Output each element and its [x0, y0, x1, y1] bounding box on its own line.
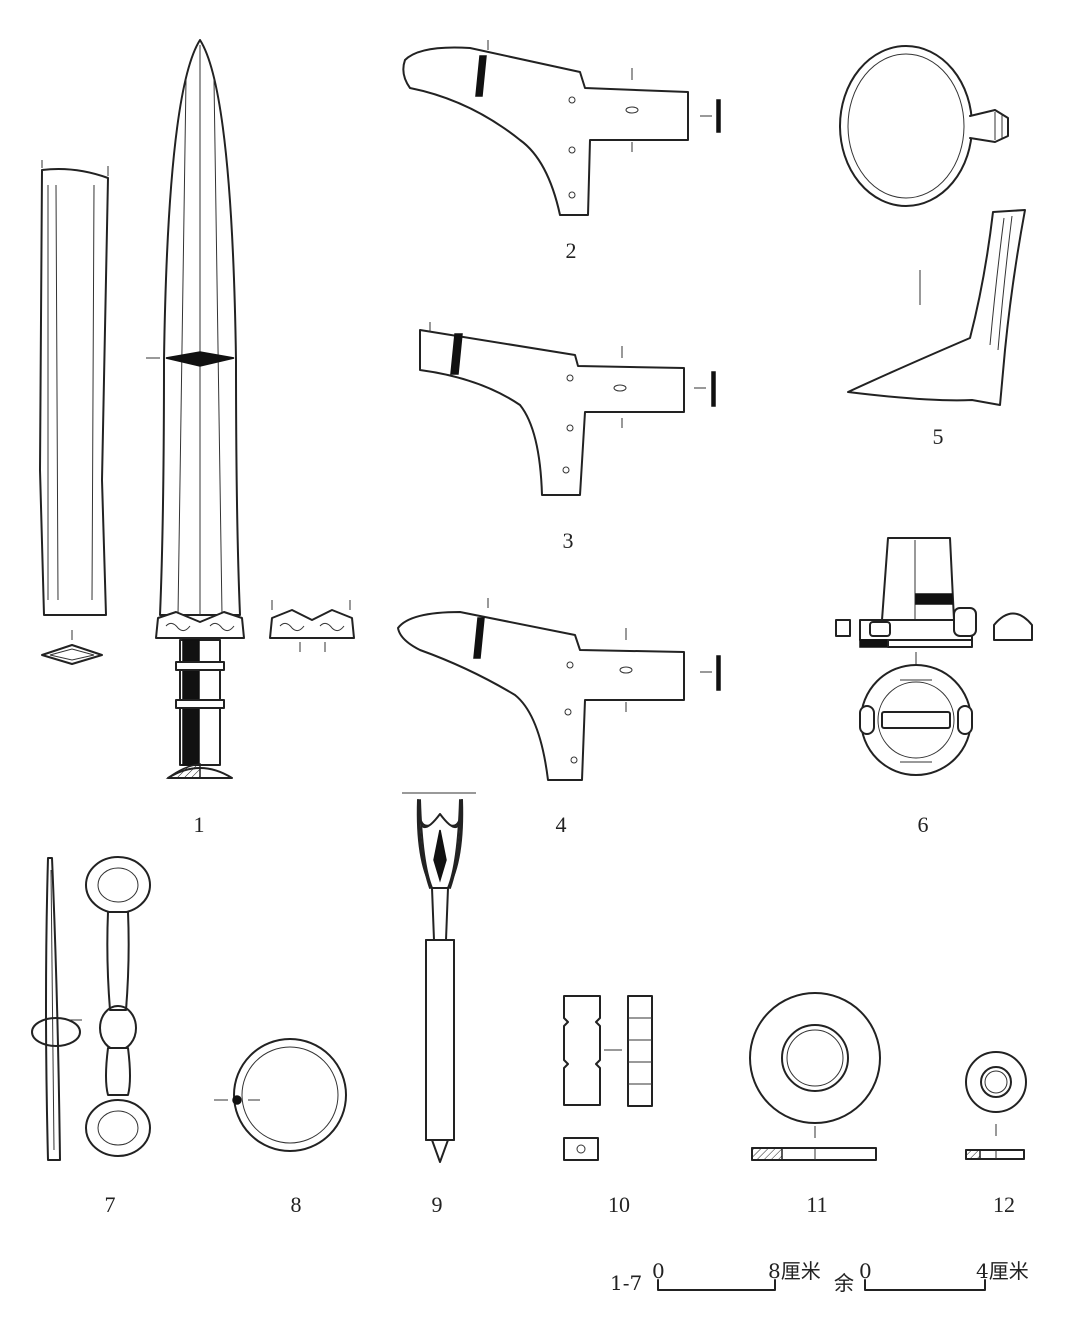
label-1: 1 — [194, 812, 205, 837]
halberd-2-outline — [402, 46, 689, 216]
large-disk — [749, 992, 881, 1124]
scale-right-group: 余 — [834, 1271, 854, 1295]
label-6: 6 — [918, 812, 929, 837]
scale-left-end: 8厘米 — [768, 1259, 821, 1283]
artifact-3-halberd — [419, 322, 716, 496]
sickle — [847, 209, 1026, 406]
scale-bar-right: 余 0 4厘米 — [834, 1259, 1029, 1295]
artifact-9-spear — [402, 792, 476, 1163]
scale-left-group: 1-7 — [610, 1271, 642, 1295]
artifact-12-disk — [965, 1051, 1027, 1160]
artifact-8-ring — [214, 1038, 347, 1152]
label-5: 5 — [933, 424, 944, 449]
artifact-7-bridle-bit — [31, 856, 151, 1161]
halberd-4-outline — [397, 611, 685, 781]
label-2: 2 — [566, 238, 577, 263]
label-12: 12 — [993, 1192, 1015, 1217]
small-disk — [965, 1051, 1027, 1113]
artifact-5-mirror-sickle — [839, 45, 1026, 406]
bronze-mirror — [839, 45, 973, 207]
scale-right-end: 4厘米 — [976, 1259, 1029, 1283]
artifact-1-sword — [39, 39, 355, 779]
artifact-10-tube — [563, 995, 653, 1161]
artifact-11-disk — [749, 992, 881, 1161]
label-8: 8 — [291, 1192, 302, 1217]
bit-ring-bottom — [85, 1099, 151, 1157]
scale-left-start: 0 — [652, 1259, 665, 1283]
bronze-ring — [233, 1038, 347, 1152]
label-3: 3 — [563, 528, 574, 553]
label-10: 10 — [608, 1192, 630, 1217]
halberd-3-outline — [419, 329, 685, 496]
label-7: 7 — [105, 1192, 116, 1217]
bit-ring-top — [85, 856, 151, 914]
label-11: 11 — [806, 1192, 827, 1217]
label-4: 4 — [556, 812, 567, 837]
label-9: 9 — [432, 1192, 443, 1217]
scale-right-start: 0 — [859, 1259, 872, 1283]
artifact-4-halberd — [397, 598, 721, 781]
scale-bar-left: 1-7 0 8厘米 — [610, 1259, 821, 1295]
artifact-2-halberd — [402, 40, 721, 216]
artifact-6-fitting — [835, 537, 1033, 776]
scabbard — [39, 168, 109, 616]
